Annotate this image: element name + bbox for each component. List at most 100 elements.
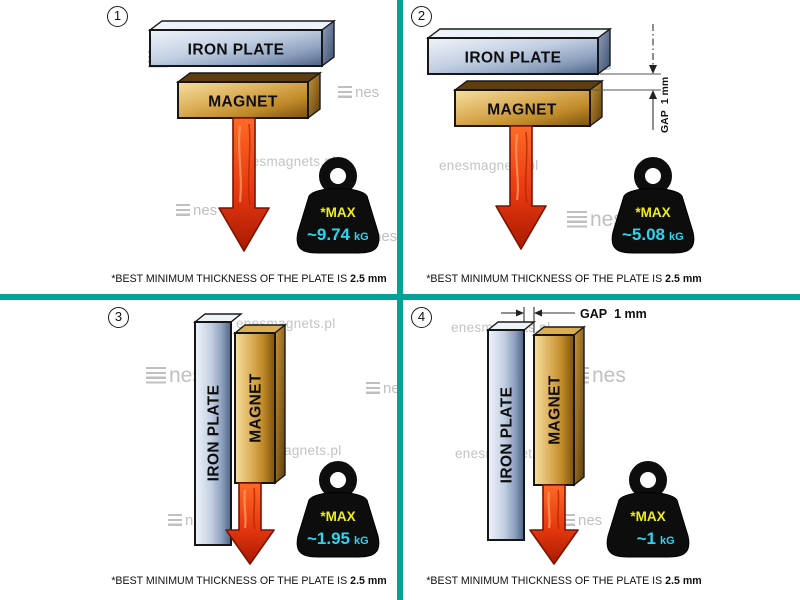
dimension-arrowhead	[649, 65, 657, 74]
iron-plate-top-face	[486, 321, 536, 331]
arrow-texture	[515, 133, 519, 201]
caption-bold: 2.5 mm	[665, 273, 702, 285]
weight-unit: kG	[669, 231, 684, 243]
iron-plate	[427, 37, 599, 75]
pull-force-arrow	[225, 482, 275, 565]
iron-plate-top-face	[193, 313, 243, 323]
diagram-direct-contact-horizontal: IRON PLATE MAGNET *MAX ~9.74 kG	[147, 19, 380, 254]
weight-max-label: *MAX	[320, 509, 355, 524]
iron-plate	[487, 329, 525, 541]
weight-handle	[634, 157, 672, 195]
weight-handle	[319, 461, 357, 499]
panel-4: enesmagnets.pl enesmagnets.pl nes nes GA…	[403, 300, 800, 600]
iron-plate	[149, 29, 323, 67]
panel-number: 3	[108, 307, 129, 328]
divider-horizontal	[0, 294, 800, 300]
caption-text: *BEST MINIMUM THICKNESS OF THE PLATE IS	[426, 575, 663, 587]
pull-force-arrow	[495, 125, 547, 250]
weight-icon: *MAX ~1 kG	[606, 461, 690, 558]
enes-logo-bars-icon	[338, 86, 352, 99]
divider-vertical	[397, 0, 403, 600]
iron-plate-label: IRON PLATE	[465, 50, 562, 67]
caption-bold: 2.5 mm	[350, 575, 387, 587]
enes-logo-text: nes	[578, 512, 603, 529]
panel-number: 1	[107, 6, 128, 27]
arrow-texture	[524, 131, 528, 204]
dimension-extension-lines	[592, 73, 661, 91]
caption-text: *BEST MINIMUM THICKNESS OF THE PLATE IS	[111, 273, 348, 285]
iron-plate-label: IRON PLATE	[499, 387, 516, 484]
watermark-site-text: enesmagnets.pl	[236, 154, 336, 169]
caption-bold: 2.5 mm	[350, 273, 387, 285]
weight-unit: kG	[354, 231, 369, 243]
weight-value: ~1.95	[307, 529, 350, 548]
panel-2: enesmagnets.pl nes nes IRON PLATE MAGNET…	[403, 0, 800, 294]
iron-plate-label: IRON PLATE	[206, 385, 223, 482]
weight-icon: *MAX ~1.95 kG	[296, 461, 380, 558]
iron-plate-label: IRON PLATE	[188, 42, 285, 59]
enes-logo-bars-icon	[366, 382, 380, 395]
enes-logo-text: nes	[193, 202, 218, 219]
weight-icon: *MAX ~9.74 kG	[296, 157, 380, 254]
diagram-gap-horizontal: IRON PLATE MAGNET GAP1 mm *MAX ~5.08	[425, 24, 695, 254]
weight-value: ~1	[637, 529, 656, 548]
gap-label: GAP1 mm	[659, 77, 671, 133]
weight-max-label: *MAX	[320, 205, 355, 220]
magnet-side-face	[573, 325, 585, 487]
dimension-arrowhead	[534, 309, 542, 317]
weight-unit: kG	[660, 535, 675, 547]
dimension-arrowhead	[649, 90, 657, 99]
pull-force-arrow	[218, 117, 270, 252]
weight-body	[296, 188, 380, 254]
weight-body	[296, 492, 380, 558]
caption-bold: 2.5 mm	[665, 575, 702, 587]
iron-plate-top-face	[147, 20, 337, 31]
magnet-label: MAGNET	[487, 102, 557, 119]
enes-logo-bars-icon	[146, 366, 166, 386]
arrow-texture	[247, 123, 251, 206]
weight-unit: kG	[354, 535, 369, 547]
panel-3: enesmagnets.pl enesmagnets.pl nes nes ne…	[0, 300, 397, 600]
magnet-label: MAGNET	[547, 375, 564, 445]
magnet-top-face	[452, 80, 605, 91]
arrow-texture	[238, 125, 242, 203]
panel-1: enesmagnets.pl nes nes nes nes IRON PLAT…	[0, 0, 397, 294]
enes-logo-bars-icon	[176, 204, 190, 217]
enes-logo-text: nes	[355, 84, 380, 101]
enes-logo-text: nes	[592, 364, 626, 387]
arrow-texture	[243, 489, 247, 529]
enes-logo-watermark: nes	[366, 380, 397, 397]
enes-logo-watermark: nes	[176, 202, 217, 219]
dimension-arrowhead	[516, 309, 524, 317]
iron-plate	[194, 321, 232, 546]
weight-max-label: *MAX	[630, 509, 665, 524]
arrow-texture	[547, 491, 551, 529]
weight-icon: *MAX ~5.08 kG	[611, 157, 695, 254]
gap-dimension: GAP1 mm	[592, 24, 671, 133]
enes-logo-bars-icon	[168, 514, 182, 527]
caption-text: *BEST MINIMUM THICKNESS OF THE PLATE IS	[426, 273, 663, 285]
weight-value: ~9.74	[307, 225, 351, 244]
magnet-side-face	[274, 323, 286, 485]
weight-max-label: *MAX	[635, 205, 670, 220]
magnet-label: MAGNET	[208, 94, 278, 111]
enes-logo-watermark: nes	[338, 84, 379, 101]
diagram-direct-contact-vertical: IRON PLATE MAGNET *MAX ~1.95 kG	[193, 313, 380, 565]
arrow-texture	[557, 489, 560, 530]
enes-logo-text: nes	[383, 380, 397, 397]
iron-plate-top-face	[425, 28, 613, 39]
arrow-texture	[253, 487, 256, 530]
weight-value: ~5.08	[622, 225, 665, 244]
magnet	[454, 89, 591, 127]
weight-handle	[629, 461, 667, 499]
panel-number: 4	[411, 307, 432, 328]
magnet-label: MAGNET	[248, 373, 265, 443]
panel-number: 2	[411, 6, 432, 27]
caption-text: *BEST MINIMUM THICKNESS OF THE PLATE IS	[111, 575, 348, 587]
